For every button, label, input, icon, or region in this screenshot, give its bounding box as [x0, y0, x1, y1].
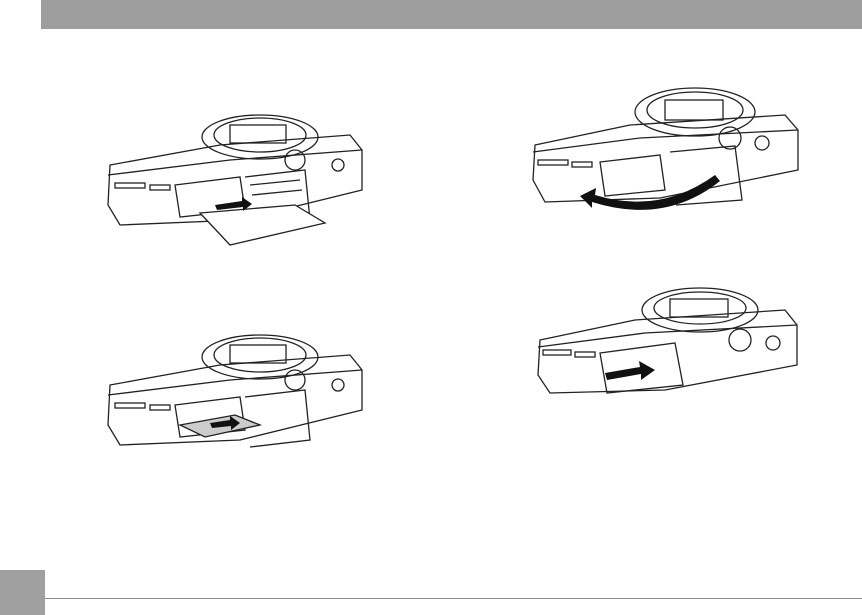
camera-card-seated-icon: [100, 325, 370, 465]
camera-close-cover-icon: [530, 80, 805, 220]
camera-illustration-card-seated: [100, 325, 370, 465]
camera-lock-cover-icon: [535, 285, 805, 405]
camera-insert-card-icon: [100, 105, 370, 255]
footer-rule: [45, 598, 862, 599]
camera-illustration-insert-card: [100, 105, 370, 255]
header-bar: [41, 0, 862, 29]
camera-illustration-close-cover: [530, 80, 805, 220]
page-number-tab: [0, 570, 45, 615]
camera-illustration-lock-cover: [535, 285, 805, 405]
